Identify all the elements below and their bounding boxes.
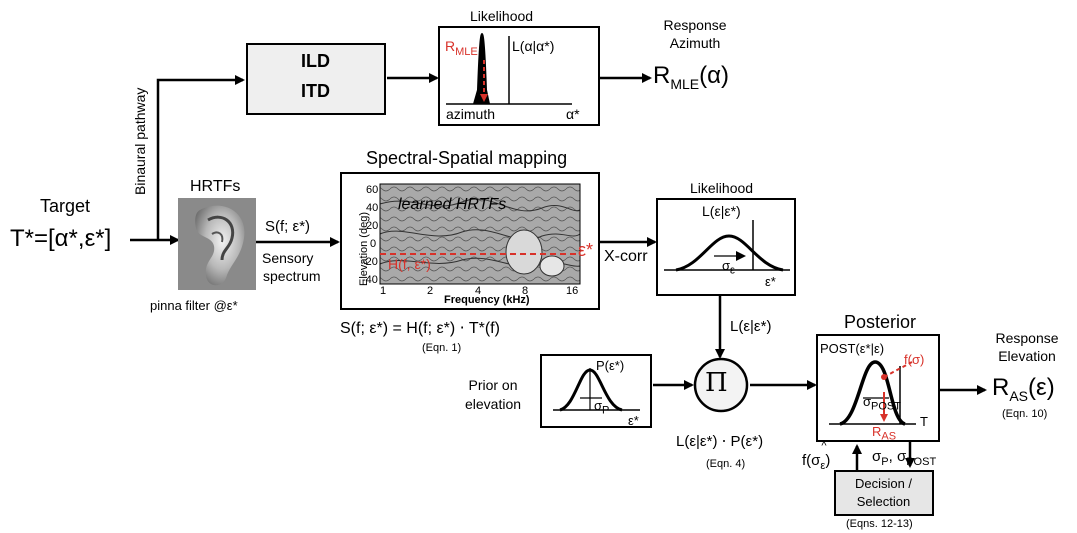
azimuth-likelihood-title: Likelihood: [470, 8, 534, 24]
mapping-eqn-ref: (Eqn. 1): [422, 342, 462, 354]
posterior-ras-label: RAS: [872, 424, 897, 443]
feedback-f-sigma-label: f(σ^ε): [802, 440, 831, 472]
sensory-signal-label: S(f; ε*): [265, 218, 311, 235]
response-elevation-eqn-ref: (Eqn. 10): [1002, 408, 1048, 420]
posterior-sigma-label: σPOST: [863, 394, 901, 413]
h-function-label: H(f, ε*): [388, 256, 431, 272]
ild-itd-box: ILD ITD: [246, 43, 386, 115]
posterior-box: [816, 334, 940, 442]
prior-label-line1: Prior on: [468, 377, 518, 393]
mapping-y-tick-neg20: -20: [362, 256, 378, 268]
sensory-label-line1: Sensory: [262, 250, 314, 266]
sensory-label-line2: spectrum: [263, 268, 321, 284]
epsilon-star-marker: ε*: [578, 240, 594, 260]
mapping-y-tick-40: 40: [366, 202, 379, 214]
mapping-y-tick-0: 0: [370, 238, 377, 250]
posterior-curve-label: POST(ε*|ε): [820, 341, 885, 356]
azimuth-axis-label: azimuth: [446, 106, 496, 122]
ear-image: [178, 198, 256, 290]
elevation-curve-label: L(ε|ε*): [702, 203, 741, 219]
azimuth-likelihood-plot: [446, 32, 572, 105]
mapping-x-tick-16: 16: [566, 285, 579, 297]
prior-box: [540, 354, 652, 428]
product-symbol: Π: [705, 368, 728, 398]
mapping-x-axis-label: Frequency (kHz): [444, 294, 530, 306]
response-azimuth-line2: Azimuth: [669, 35, 721, 51]
decision-line2: Selection: [856, 494, 911, 509]
mapping-equation: S(f; ε*) = H(f; ε*) ⋅ T*(f): [340, 320, 500, 337]
product-eqn-ref: (Eqn. 4): [706, 458, 746, 470]
decision-box: Decision / Selection: [834, 470, 934, 516]
response-elevation-line1: Response: [995, 330, 1059, 346]
itd-label: ITD: [301, 81, 330, 101]
response-elevation-value: RAS(ε): [992, 374, 1055, 404]
elevation-axis-end: ε*: [765, 274, 776, 289]
elevation-sigma-label: σε: [722, 258, 735, 277]
arrow-binaural-pathway: [156, 75, 245, 240]
product-node: [693, 357, 749, 413]
prior-plot: [553, 368, 640, 412]
target-formula: T*=[α*,ε*]: [10, 225, 112, 252]
posterior-f-sigma-label: f(σ): [904, 352, 925, 367]
posterior-axis-end: T: [920, 414, 928, 429]
product-formula: L(ε|ε*) ⋅ P(ε*): [676, 433, 764, 450]
mapping-x-tick-4: 4: [475, 285, 482, 297]
azimuth-curve-label: L(α|α*): [512, 38, 555, 54]
prior-sigma-label: σP: [594, 398, 610, 417]
feedback-sigmas-label: σP, σPOST: [872, 448, 937, 468]
rmle-peak-label: RMLE: [445, 38, 478, 58]
prior-label-line2: elevation: [464, 396, 522, 412]
mapping-box: Elevation (deg) 60 40 20 0 -20 -40 1 2 4…: [340, 172, 600, 310]
target-label: Target: [40, 196, 91, 216]
ear-icon: [178, 198, 256, 290]
elevation-likelihood-plot: [664, 220, 790, 272]
response-azimuth-value: RMLE(α): [653, 62, 729, 92]
azimuth-likelihood-box: [438, 26, 600, 126]
pinna-filter-caption: pinna filter @ε*: [150, 298, 238, 313]
elevation-likelihood-title: Likelihood: [690, 180, 754, 196]
mapping-y-tick-60: 60: [366, 184, 379, 196]
decision-line1: Decision /: [854, 476, 913, 491]
posterior-title: Posterior: [844, 312, 917, 332]
mapping-x-tick-2: 2: [427, 285, 434, 297]
mapping-title: Spectral-Spatial mapping: [366, 148, 568, 168]
decision-eqn-ref: (Eqns. 12-13): [846, 518, 913, 530]
mapping-y-tick-neg40: -40: [362, 274, 378, 286]
xcorr-label: X-corr: [604, 248, 648, 265]
posterior-plot: [829, 360, 916, 426]
hrtfs-title: HRTFs: [190, 178, 241, 195]
ild-label: ILD: [301, 51, 330, 71]
hrtf-contour-plot: [379, 183, 581, 285]
mapping-x-tick-8: 8: [522, 285, 529, 297]
response-elevation-line2: Elevation: [998, 348, 1056, 364]
mapping-y-tick-20: 20: [366, 220, 379, 232]
binaural-pathway-label: Binaural pathway: [132, 87, 148, 195]
mapping-x-tick-1: 1: [380, 285, 387, 297]
azimuth-axis-end: α*: [566, 106, 580, 122]
elevation-likelihood-box: [656, 198, 796, 296]
likelihood-link-label: L(ε|ε*): [730, 318, 772, 335]
learned-hrtfs-label: learned HRTFs: [398, 196, 507, 213]
prior-axis-end: ε*: [628, 413, 639, 428]
response-azimuth-line1: Response: [663, 17, 727, 33]
prior-curve-label: P(ε*): [596, 358, 625, 373]
